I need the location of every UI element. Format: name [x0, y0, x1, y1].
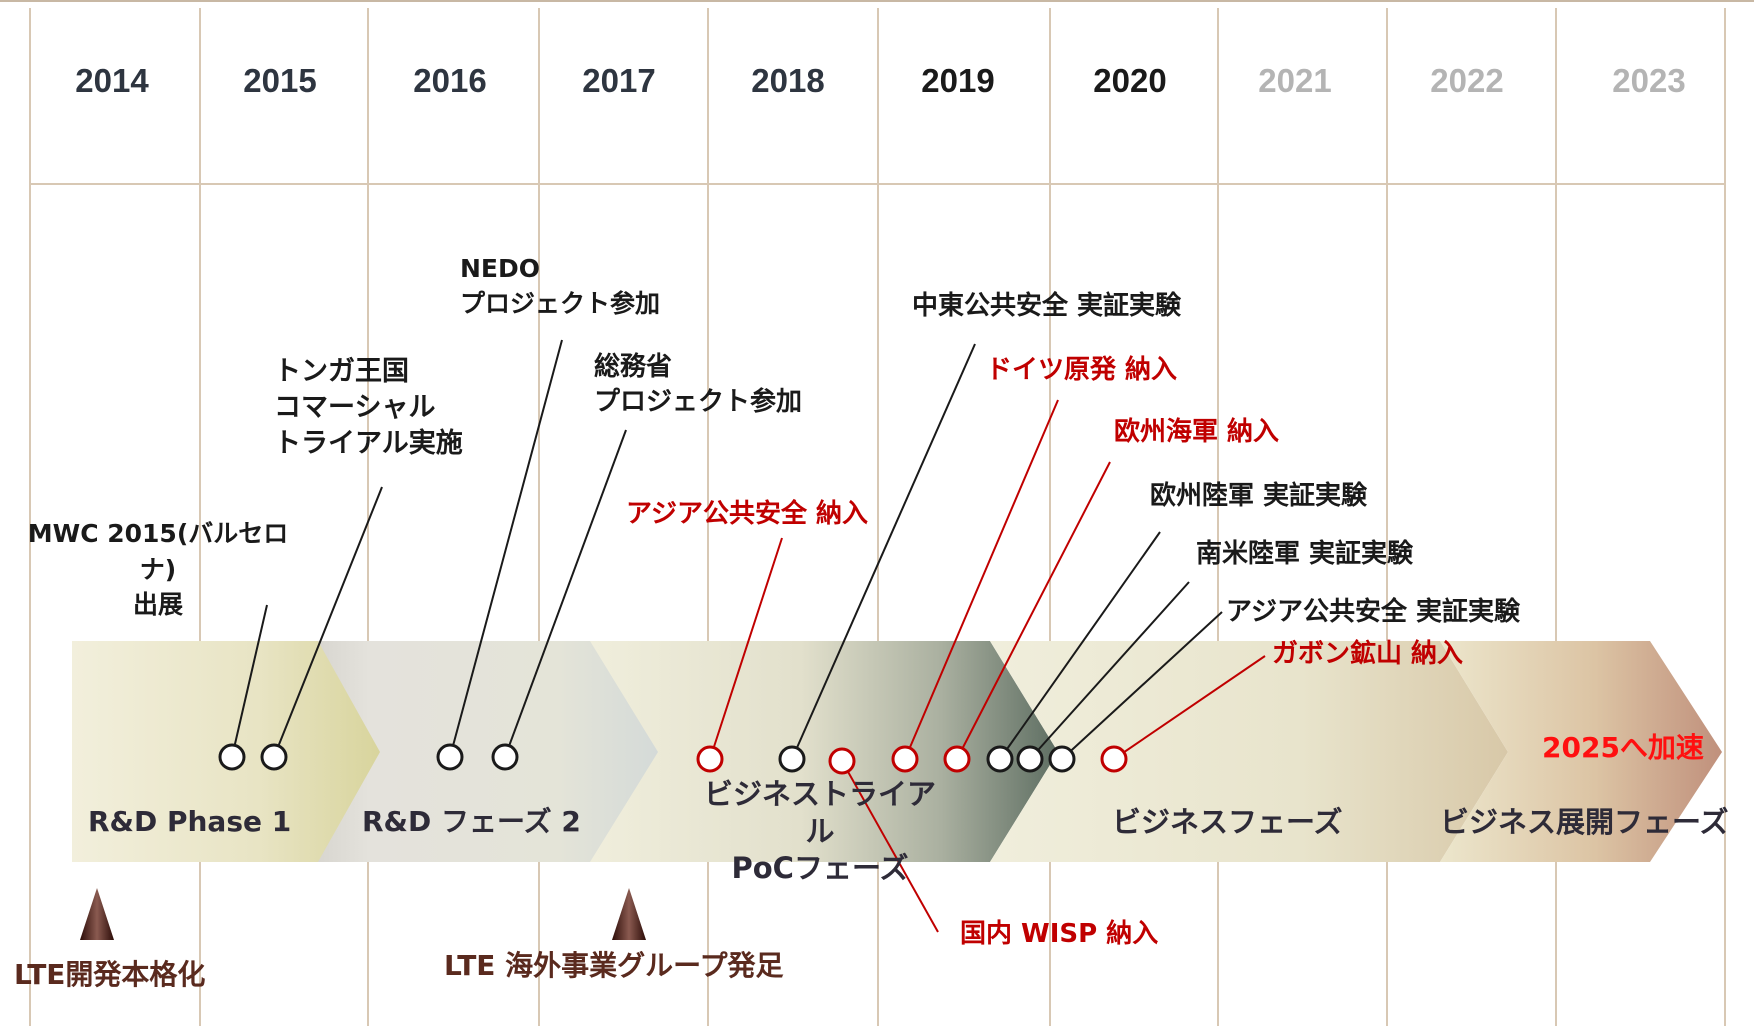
event-marker-middle-east	[778, 745, 806, 773]
target-2025-label: 2025へ加速	[1542, 731, 1704, 764]
phase-label-rd1: R&D Phase 1	[88, 805, 292, 838]
year-2017: 2017	[582, 62, 656, 99]
event-marker-gabon	[1100, 745, 1128, 773]
phase-arrow-business	[990, 641, 1508, 862]
leader-line-mwc	[231, 604, 268, 758]
event-gabon-mine-delivery: ガボン鉱山 納入	[1272, 639, 1464, 669]
event-middle-east-trial: 中東公共安全 実証実験	[912, 291, 1182, 321]
event-marker-germany	[891, 745, 919, 773]
phase-arrow-expansion	[1440, 641, 1722, 862]
event-mic-project: 総務省 プロジェクト参加	[594, 352, 803, 418]
leader-line-wisp	[841, 760, 939, 933]
event-tonga-trial: トンガ王国 コマーシャル トライアル実施	[274, 356, 463, 459]
phase-label-rd2: R&D フェーズ 2	[362, 805, 581, 838]
event-leader-lines	[231, 339, 1266, 933]
leader-line-eu-army	[999, 531, 1161, 760]
event-marker-eu-navy	[943, 745, 971, 773]
year-2016: 2016	[413, 62, 487, 99]
event-germany-nuclear-delivery: ドイツ原発 納入	[986, 355, 1178, 385]
event-asia-public-safety-trial: アジア公共安全 実証実験	[1226, 597, 1521, 627]
year-2014: 2014	[75, 62, 149, 99]
event-eu-navy-delivery: 欧州海軍 納入	[1114, 417, 1280, 447]
year-2023: 2023	[1612, 62, 1686, 99]
event-marker-eu-army	[986, 745, 1014, 773]
event-marker-wisp	[828, 747, 856, 775]
leader-line-mic	[504, 429, 627, 758]
year-2020: 2020	[1093, 62, 1167, 99]
year-2021: 2021	[1258, 62, 1332, 99]
leader-line-sa-army	[1029, 581, 1190, 760]
milestone-lte-overseas: LTE 海外事業グループ発足	[444, 949, 784, 982]
leader-line-germany	[904, 399, 1059, 760]
event-asia-public-safety-delivery: アジア公共安全 納入	[626, 499, 869, 529]
year-2015: 2015	[243, 62, 317, 99]
milestone-lte-dev: LTE開発本格化	[14, 958, 206, 991]
milestone-triangle-lte-dev	[80, 888, 114, 940]
year-2019: 2019	[921, 62, 995, 99]
event-eu-army-trial: 欧州陸軍 実証実験	[1150, 481, 1368, 511]
event-markers	[218, 743, 1128, 775]
leader-line-asia-trial	[1061, 611, 1223, 760]
leader-line-nedo	[449, 339, 563, 758]
leader-line-middle-east	[791, 343, 976, 760]
phase-label-poc: ビジネストライアル PoCフェーズ	[703, 777, 936, 886]
year-2022: 2022	[1430, 62, 1504, 99]
leader-line-asia-delivery	[709, 537, 783, 760]
event-marker-asia-trial	[1048, 745, 1076, 773]
milestone-triangle-lte-overseas	[612, 888, 646, 940]
year-2018: 2018	[751, 62, 825, 99]
event-mwc2015: MWC 2015(バルセロナ) 出展	[27, 519, 289, 619]
event-marker-asia-delivery	[696, 745, 724, 773]
leader-line-tonga	[273, 486, 383, 758]
phase-label-expansion: ビジネス展開フェーズ	[1440, 805, 1729, 839]
event-marker-sa-army	[1016, 745, 1044, 773]
event-marker-mwc	[218, 743, 246, 771]
event-marker-mic	[491, 743, 519, 771]
event-sa-army-trial: 南米陸軍 実証実験	[1196, 539, 1414, 569]
phase-label-business: ビジネスフェーズ	[1112, 805, 1343, 839]
phase-arrow-poc	[590, 641, 1058, 862]
leader-line-eu-navy	[956, 461, 1111, 760]
event-nedo-project: NEDO プロジェクト参加	[460, 254, 661, 318]
phase-arrow-rd2	[318, 641, 660, 862]
event-marker-nedo	[436, 743, 464, 771]
event-marker-tonga	[260, 743, 288, 771]
event-domestic-wisp-delivery: 国内 WISP 納入	[960, 919, 1159, 949]
leader-line-gabon	[1113, 655, 1266, 760]
